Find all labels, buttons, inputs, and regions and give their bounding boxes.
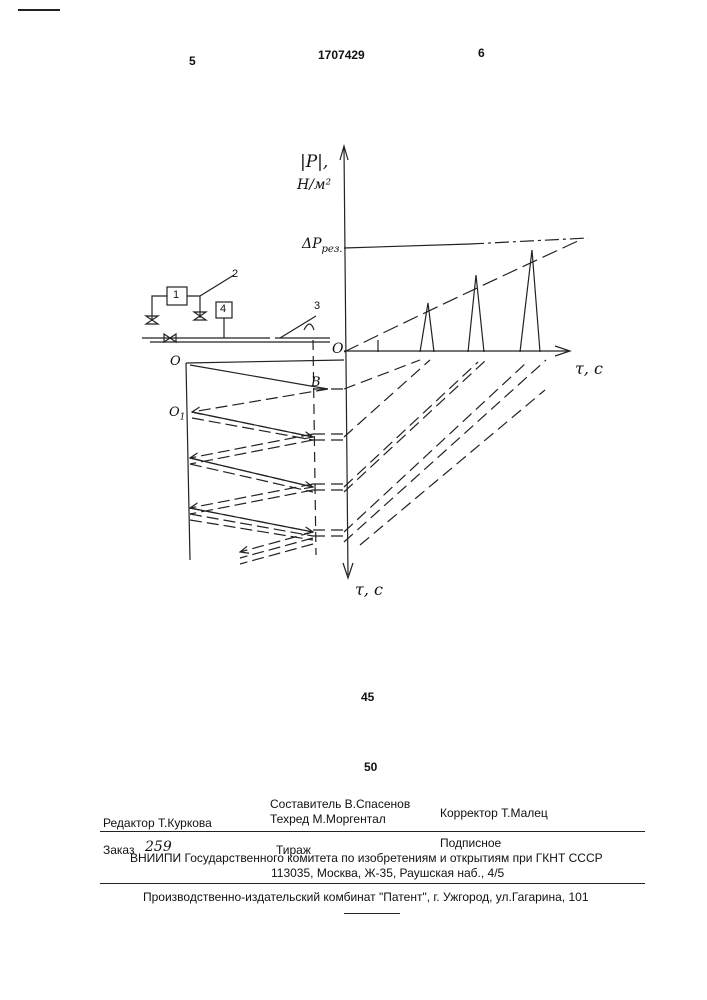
left-vertical (186, 363, 190, 560)
techred-credit: Техред М.Моргентал (270, 812, 386, 826)
footer-rule-bottom (100, 883, 645, 884)
line-o-b (190, 365, 328, 389)
peak-1 (420, 303, 434, 352)
printer-line: Производственно-издательский комбинат "П… (143, 890, 589, 904)
y-axis-unit: H/м² (297, 177, 331, 193)
sensor-mark (304, 324, 314, 330)
block-4-label: 4 (220, 303, 226, 315)
y-axis-label: |P|, (300, 152, 328, 172)
editor-credit: Редактор Т.Куркова (103, 816, 212, 830)
footer-short-rule (344, 913, 400, 914)
proj-1 (344, 360, 420, 389)
subscription-label: Подписное (440, 836, 501, 850)
x-axis-label: τ, c (575, 359, 603, 378)
vertical-axis (344, 148, 348, 575)
footer-rule-top (100, 831, 645, 832)
corrector-credit: Корректор Т.Малец (440, 806, 548, 820)
peak-2 (468, 275, 484, 352)
delta-p-label: ΔPрез. (302, 236, 342, 255)
delta-p-subscript: рез. (322, 244, 343, 255)
left-top-line (186, 360, 344, 363)
point-b-label: B (311, 375, 321, 390)
dashed-vertical (313, 340, 316, 555)
delta-p-line (344, 244, 470, 248)
line-number-45: 45 (361, 690, 374, 704)
peak-3 (520, 250, 540, 352)
growth-curve (344, 240, 580, 352)
line-number-50: 50 (364, 760, 377, 774)
callout-3-label: 3 (314, 300, 320, 312)
block-1-label: 1 (173, 289, 179, 301)
delta-p-dashdot (470, 238, 588, 244)
o1-subscript: 1 (180, 413, 186, 423)
callout-3-line (280, 316, 316, 338)
down-axis-label: τ, c (355, 580, 383, 599)
vniipi-line: ВНИИПИ Государственного комитета по изоб… (130, 851, 603, 865)
origin-left-label: O (170, 354, 181, 369)
origin-right-label: O (332, 341, 343, 357)
delta-p-symbol: ΔP (302, 236, 322, 252)
callout-2-line (200, 275, 234, 296)
o1-symbol: O (169, 405, 180, 420)
address-line: 113035, Москва, Ж-35, Раушская наб., 4/5 (271, 866, 504, 880)
point-o1-label: O1 (169, 405, 185, 423)
compiler-credit: Составитель В.Спасенов (270, 797, 410, 811)
callout-2-label: 2 (232, 268, 238, 280)
